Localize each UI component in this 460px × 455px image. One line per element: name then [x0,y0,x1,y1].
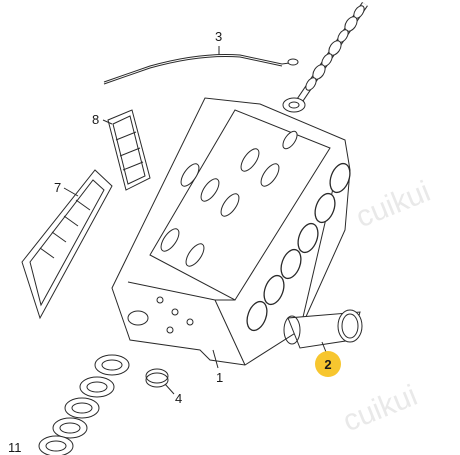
callout-2-highlighted: 2 [315,351,341,377]
callout-11: 11 [8,440,22,455]
callout-8: 8 [92,112,100,127]
leader-1 [212,349,219,369]
callout-4: 4 [175,391,183,406]
callout-1: 1 [216,370,224,385]
callout-7: 7 [54,180,62,195]
bearing-shell [145,368,175,395]
cylinder-liner [283,309,363,353]
gasket-7 [21,169,113,320]
callout-3: 3 [215,29,223,44]
bearing-rings [38,354,130,455]
camshaft [282,2,368,113]
leader-7 [63,187,79,197]
dipstick [103,46,299,85]
engine-block [111,97,351,369]
leader-4 [164,383,175,395]
gasket-8 [102,109,151,191]
leader-2 [321,341,327,353]
leader-8 [102,119,113,125]
